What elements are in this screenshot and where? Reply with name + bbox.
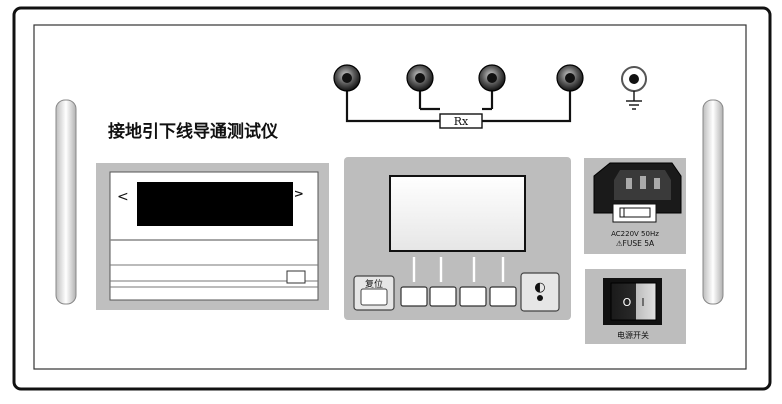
display-keypad-module xyxy=(344,157,571,320)
power-rating-label: AC220V 50Hz xyxy=(611,230,659,238)
softkey-1[interactable] xyxy=(400,286,428,307)
ground-terminal[interactable] xyxy=(621,66,647,92)
reset-label: 复位 xyxy=(365,278,383,290)
softkey-3[interactable] xyxy=(459,286,487,307)
contrast-dot xyxy=(537,295,543,301)
resistor-label: Rx xyxy=(454,115,469,128)
power-switch-label: 电源开关 xyxy=(617,330,649,340)
terminal-jack-1[interactable] xyxy=(333,64,361,92)
printer-module xyxy=(96,163,329,310)
contrast-icon: ◐ xyxy=(534,280,545,295)
softkey-2[interactable] xyxy=(429,286,457,307)
ground-icon xyxy=(626,91,642,110)
lcd-screen xyxy=(389,175,526,252)
power-inlet-module xyxy=(584,158,686,254)
printer-left-mark: < xyxy=(117,189,129,205)
printer-paper-slot xyxy=(137,182,293,226)
right-handle xyxy=(702,99,724,305)
contrast-button[interactable] xyxy=(520,272,560,312)
printer-latch[interactable] xyxy=(286,270,306,284)
power-switch-on-mark: I xyxy=(641,296,644,309)
reset-button[interactable] xyxy=(353,275,395,311)
terminal-jack-4[interactable] xyxy=(556,64,584,92)
terminal-jack-3[interactable] xyxy=(478,64,506,92)
power-switch[interactable] xyxy=(610,282,657,321)
resistor-box xyxy=(439,113,483,129)
power-switch-off-mark: O xyxy=(623,296,632,309)
left-handle xyxy=(55,99,77,305)
terminal-jack-2[interactable] xyxy=(406,64,434,92)
instrument-title: 接地引下线导通测试仪 xyxy=(108,121,279,142)
softkey-4[interactable] xyxy=(489,286,517,307)
fuse-rating-label: ⚠FUSE 5A xyxy=(616,239,655,248)
printer-right-mark: ∧ xyxy=(291,189,306,199)
